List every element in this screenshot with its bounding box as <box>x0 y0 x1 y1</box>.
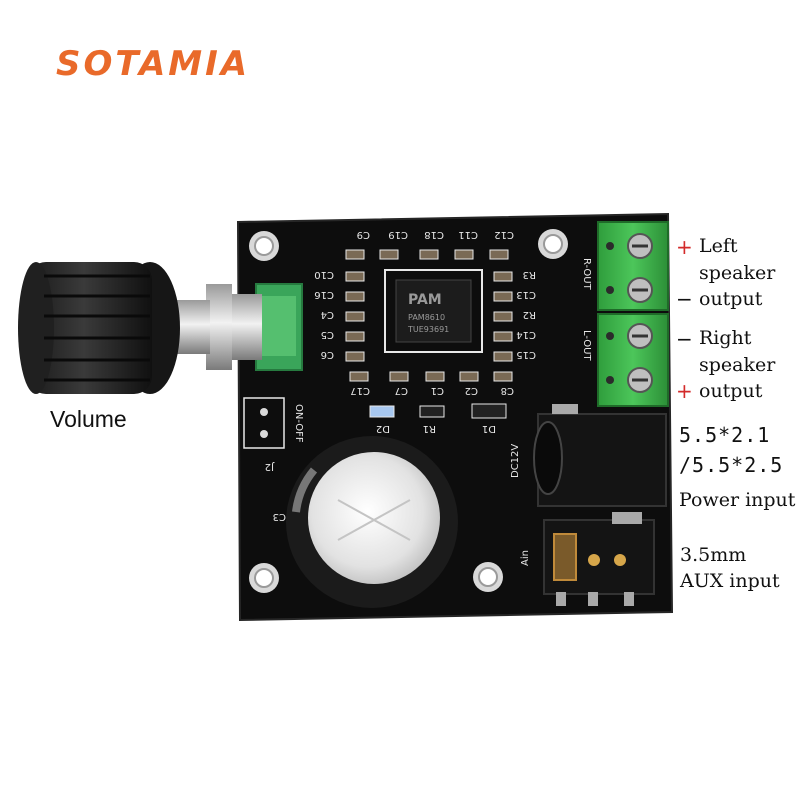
silk-right-4: C14 <box>516 329 536 340</box>
aux-input-label-line1: 3.5mm <box>680 544 747 566</box>
silk-j2: J2 <box>265 461 275 472</box>
right-speaker-label-line1: Right <box>699 327 752 349</box>
volume-knob <box>18 262 180 394</box>
silk-top-1: C9 <box>357 229 370 240</box>
electrolytic-capacitor <box>286 436 458 608</box>
silk-right-5: C15 <box>516 349 536 360</box>
aux-audio-jack <box>543 512 655 606</box>
silk-left-1: C10 <box>314 269 334 280</box>
silk-r1: R1 <box>423 423 436 434</box>
silk-r-out: R-OUT <box>581 258 592 291</box>
silk-d1: D1 <box>482 423 496 434</box>
silk-left-5: C6 <box>321 349 334 360</box>
silk-right-3: R2 <box>523 309 536 320</box>
power-jack-spec-line2: /5.5*2.5 <box>679 453 784 477</box>
silk-bottom-3: C1 <box>431 385 444 396</box>
silkscreen-labels: C9 C19 C18 C11 C12 C10 C16 C4 C5 C6 R3 C… <box>265 229 592 566</box>
silk-d2: D2 <box>376 423 390 434</box>
chip-marking-model: PAM8610 <box>408 313 445 322</box>
brand-logo: SOTAMIA <box>56 44 251 84</box>
silk-dc12v: DC12V <box>510 444 521 478</box>
silk-on-off: ON-OFF <box>293 404 304 443</box>
silk-top-3: C18 <box>424 229 444 240</box>
silk-c3: C3 <box>273 511 286 522</box>
power-jack-spec-line1: 5.5*2.1 <box>679 423 771 447</box>
right-speaker-minus-sign: − <box>676 327 693 351</box>
mounting-holes <box>249 229 568 593</box>
left-speaker-label-line2: speaker <box>699 262 776 284</box>
left-speaker-label-line1: Left <box>699 235 738 257</box>
silk-bottom-1: C17 <box>350 385 370 396</box>
silk-right-2: C13 <box>516 289 536 300</box>
left-speaker-label-line3: output <box>699 288 763 310</box>
silk-top-2: C19 <box>388 229 408 240</box>
right-speaker-plus-sign: + <box>676 379 693 403</box>
silk-bottom-2: C7 <box>395 385 408 396</box>
chip-marking-lot: TUE93691 <box>407 325 449 334</box>
silk-ain: Ain <box>520 550 531 566</box>
silk-left-2: C16 <box>314 289 334 300</box>
left-speaker-plus-sign: + <box>676 235 693 259</box>
right-speaker-label-line2: speaker <box>699 354 776 376</box>
silk-left-3: C4 <box>321 309 334 320</box>
power-input-label: Power input <box>679 489 796 511</box>
right-speaker-label-line3: output <box>699 380 763 402</box>
silk-top-4: C11 <box>458 229 478 240</box>
chip-marking-brand: PAM <box>408 292 442 308</box>
left-speaker-minus-sign: − <box>676 287 693 311</box>
on-off-jumper <box>243 397 285 449</box>
volume-potentiometer <box>176 283 303 371</box>
smd-components <box>345 249 513 419</box>
silk-top-5: C12 <box>494 229 514 240</box>
volume-label: Volume <box>50 406 127 432</box>
aux-input-label-line2: AUX input <box>680 570 780 592</box>
silk-l-out: L-OUT <box>581 330 592 361</box>
dc-power-jack <box>533 404 667 507</box>
silk-right-1: R3 <box>523 269 536 280</box>
silk-left-4: C5 <box>321 329 334 340</box>
speaker-terminals <box>597 221 669 407</box>
silk-bottom-4: C2 <box>465 385 478 396</box>
amplifier-chip: PAM PAM8610 TUE93691 <box>384 269 483 353</box>
silk-bottom-5: C8 <box>501 385 514 396</box>
